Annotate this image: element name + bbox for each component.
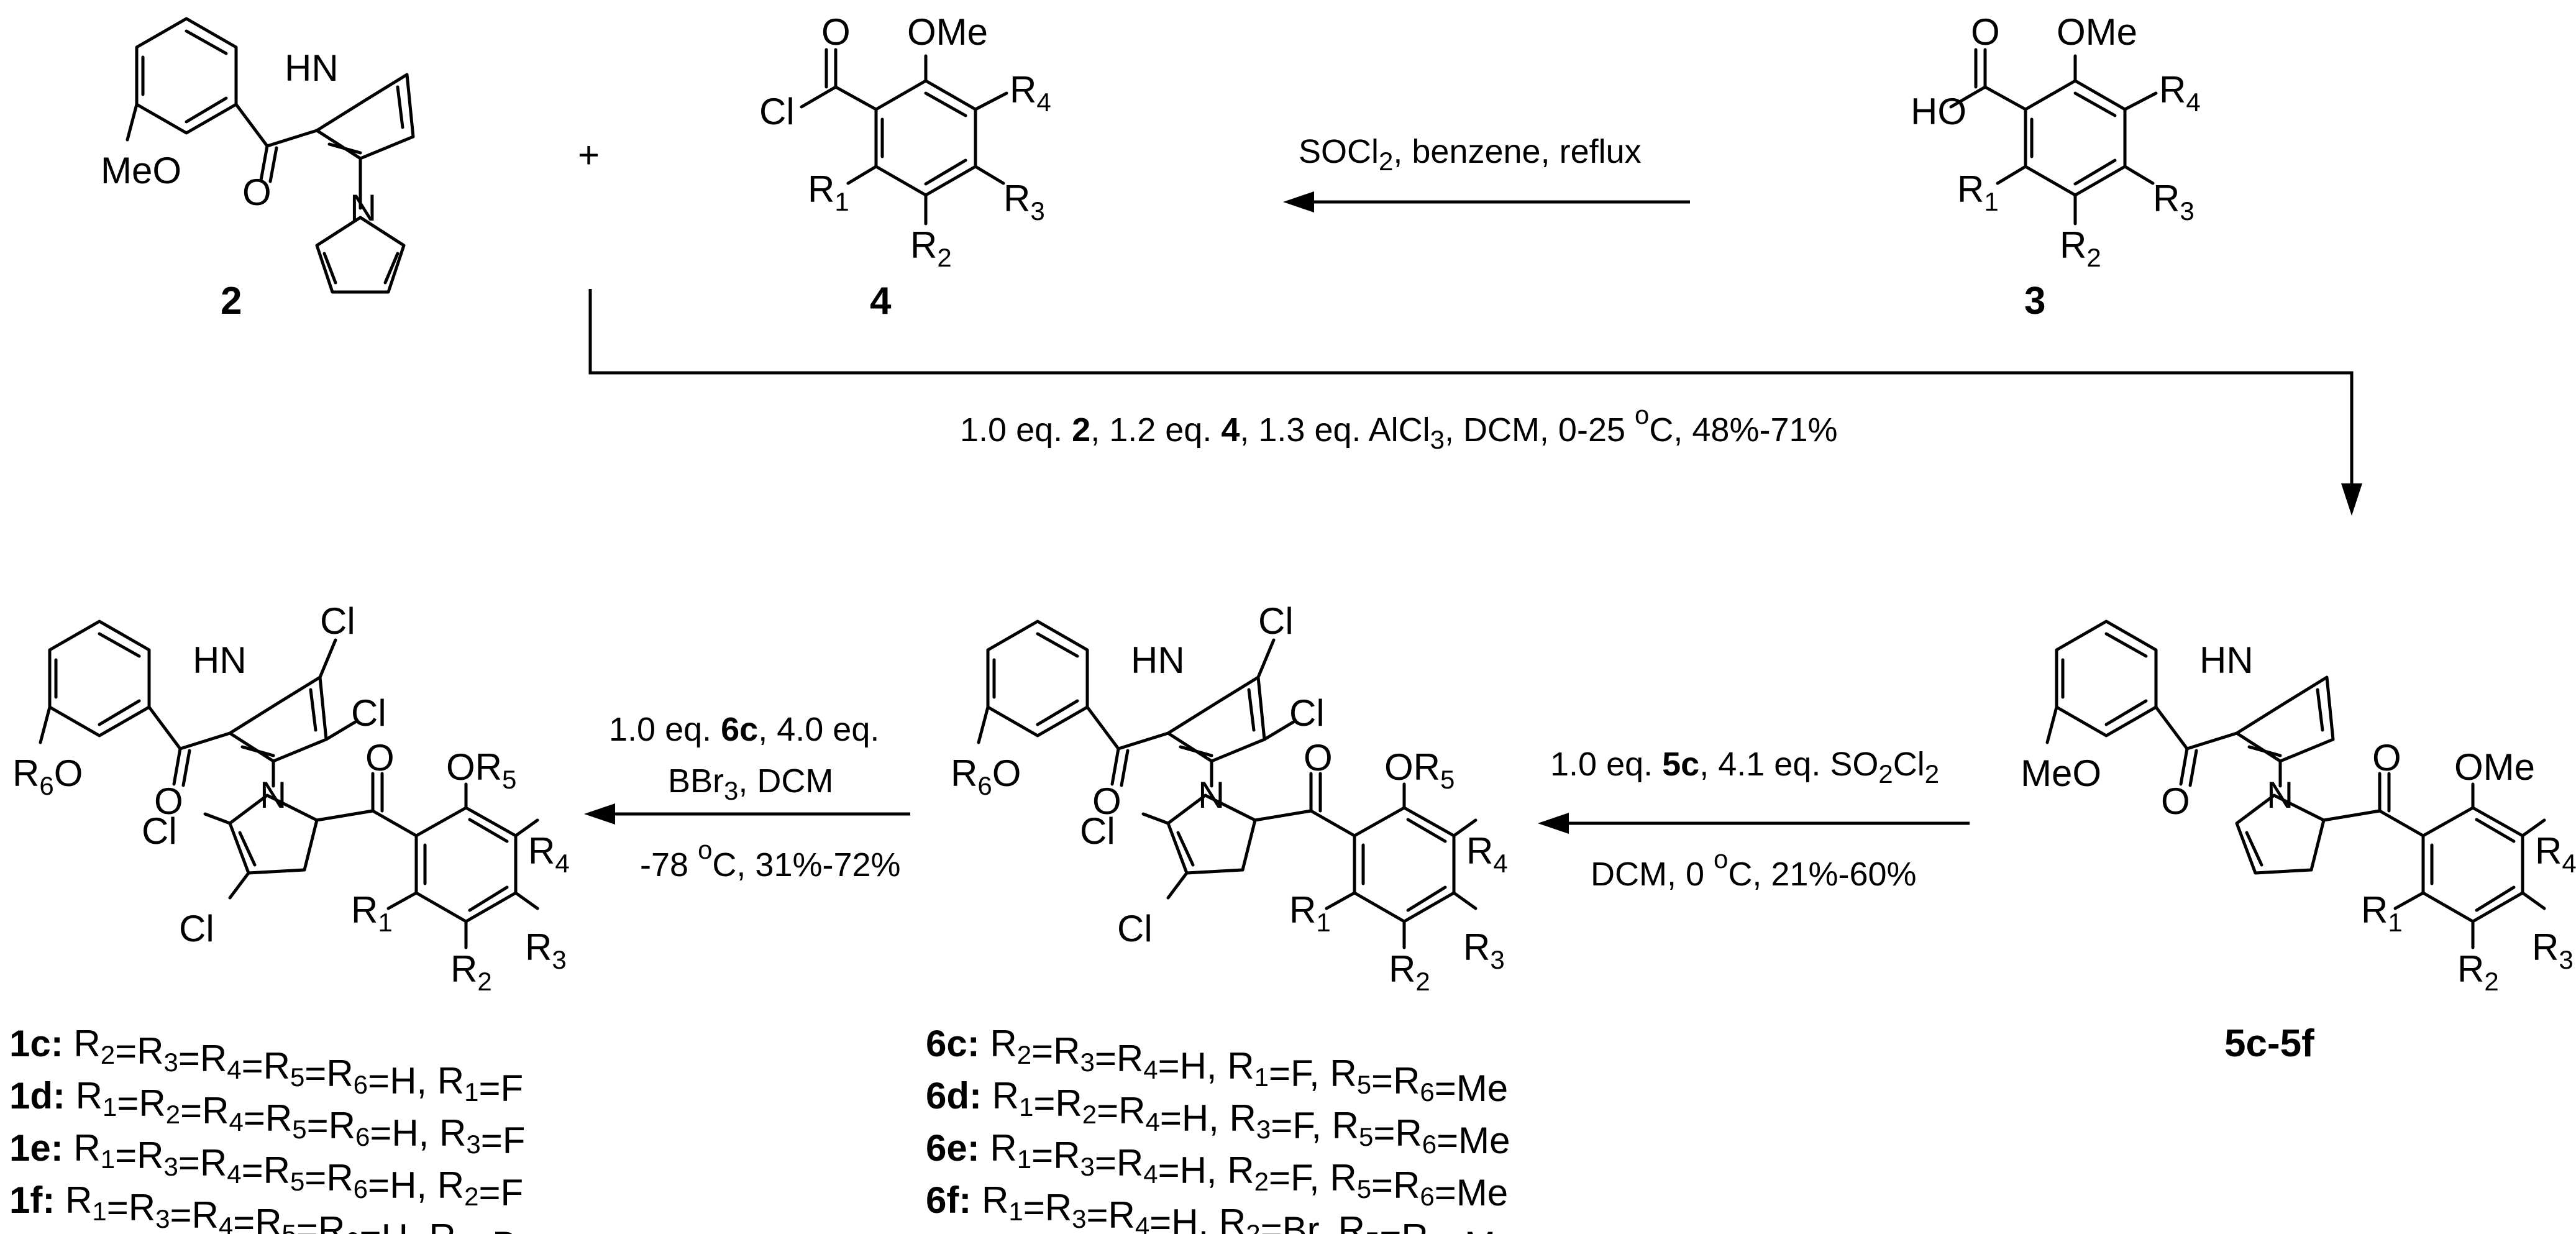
r4-label: R4 (1466, 830, 1508, 878)
r3-label: R3 (2153, 178, 2195, 226)
substituent-line: 1c: R2=R3=R4=R5=R6=H, R1=F (9, 1023, 523, 1109)
condition-chlorination-line1: 1.0 eq. 5c, 4.1 eq. SO2Cl2 (1550, 746, 1939, 788)
methoxy-label: OMe (907, 11, 988, 53)
chloro-label-3: Cl (1080, 810, 1115, 852)
methoxy-label-2: OMe (2454, 746, 2535, 788)
condition-acid-chloride: SOCl2, benzene, reflux (1299, 133, 1642, 176)
nh-label: HN (193, 639, 247, 681)
substituent-line: 1d: R1=R2=R4=R5=R6=H, R3=F (9, 1075, 525, 1161)
condition-demethylation-line2: BBr3, DCM (668, 762, 833, 805)
r3-label: R3 (525, 926, 567, 974)
nh-label: HN (2199, 639, 2254, 681)
compound-label-2: 2 (221, 280, 242, 322)
r1-label: R1 (2361, 889, 2403, 937)
substituent-list-1: 1c: R2=R3=R4=R5=R6=H, R1=F1d: R1=R2=R4=R… (9, 1023, 529, 1234)
r4-label: R4 (528, 830, 570, 878)
r2-label: R2 (2457, 948, 2499, 996)
substituent-line: 1f: R1=R3=R4=R5=R6=H, R2=Br (9, 1179, 529, 1234)
r2-label: R2 (450, 948, 492, 996)
pyrrole-n: N (350, 187, 377, 229)
r3-label: R3 (2532, 926, 2574, 974)
arrow-acylation (588, 289, 2362, 516)
condition-chlorination-line2: DCM, 0 oC, 21%-60% (1591, 844, 1917, 893)
r2-label: R2 (1389, 948, 1430, 996)
arrow-chlorination (1538, 813, 1970, 834)
pyrrole-n: N (1198, 774, 1225, 816)
compound-1-structure: HN Cl Cl R6O O N Cl Cl O OR5 R4 R3 R2 R1 (12, 600, 570, 996)
carbonyl-oxygen-1: O (1092, 780, 1121, 822)
chloro-label-2: Cl (351, 692, 386, 734)
plus-sign: + (578, 134, 600, 176)
r2-label: R2 (2060, 224, 2101, 272)
r4-label: R4 (1010, 69, 1051, 117)
chloro-label-4: Cl (179, 908, 214, 949)
nh-label: HN (285, 47, 339, 89)
r4-label: R4 (2159, 69, 2201, 117)
pyrrole-n: N (2267, 774, 2293, 816)
condition-demethylation-line3: -78 oC, 31%-72% (640, 835, 901, 884)
carbonyl-oxygen: O (821, 11, 851, 53)
r1-label: R1 (1957, 168, 1999, 216)
compound-5-structure: HN MeO O N O OMe R4 R3 R2 R1 5c-5f (2021, 619, 2576, 1065)
r3-label: R3 (1003, 178, 1045, 226)
carbonyl-oxygen-1: O (2161, 780, 2190, 822)
compound-4-structure: O OMe Cl R4 R3 R2 R1 4 (759, 11, 1051, 322)
compound-3-structure: O OMe HO R4 R3 R2 R1 3 (1911, 11, 2201, 322)
r3-label: R3 (1463, 926, 1505, 974)
chloro-label-3: Cl (142, 810, 177, 852)
chloro-label-4: Cl (1117, 908, 1153, 949)
substituent-line: 6f: R1=R3=R4=H, R2=Br, R5=R6=Me (926, 1179, 1516, 1234)
compound-label-4: 4 (870, 280, 892, 322)
methoxy-label: OMe (2057, 11, 2137, 53)
compound-label-3: 3 (2024, 280, 2045, 322)
r1-label: R1 (351, 889, 393, 937)
chloro-label-1: Cl (320, 600, 355, 642)
compound-6-structure: HN Cl Cl R6O O N Cl Cl O OR5 R4 R3 R2 R1 (951, 600, 1508, 996)
arrow-demethylation (584, 803, 910, 825)
r2-label: R2 (910, 224, 952, 272)
r4-label: R4 (2535, 830, 2576, 878)
condition-acylation: 1.0 eq. 2, 1.2 eq. 4, 1.3 eq. AlCl3, DCM… (960, 400, 1838, 454)
carbonyl-oxygen: O (1971, 11, 2000, 53)
condition-demethylation-line1: 1.0 eq. 6c, 4.0 eq. (609, 711, 879, 748)
r1-label: R1 (1289, 889, 1331, 937)
r6o-label: R6O (12, 752, 83, 800)
carbonyl-oxygen-2: O (365, 737, 395, 779)
chloride-label: Cl (759, 91, 795, 132)
substituent-line: 1e: R1=R3=R4=R5=R6=H, R2=F (9, 1127, 523, 1213)
or5-label: OR5 (446, 746, 516, 794)
carbonyl-oxygen-2: O (2372, 737, 2401, 779)
pyrrole-n: N (260, 774, 286, 816)
chloro-label-2: Cl (1289, 692, 1325, 734)
substituent-line: 6c: R2=R3=R4=H, R1=F, R5=R6=Me (926, 1023, 1508, 1109)
substituent-line: 6e: R1=R3=R4=H, R2=F, R5=R6=Me (926, 1127, 1508, 1213)
r1-label: R1 (808, 168, 849, 216)
compound-label-5: 5c-5f (2224, 1022, 2314, 1065)
carbonyl-oxygen-2: O (1304, 737, 1333, 779)
chloro-label-1: Cl (1258, 600, 1294, 642)
hydroxyl-label: HO (1911, 91, 1966, 132)
compound-2-structure: HN MeO O N 2 (101, 17, 415, 322)
carbonyl-oxygen-1: O (154, 780, 183, 822)
or5-label: OR5 (1384, 746, 1455, 794)
carbonyl-oxygen: O (242, 171, 272, 213)
arrow-acid-chloride (1283, 191, 1690, 213)
substituent-line: 6d: R1=R2=R4=H, R3=F, R5=R6=Me (926, 1075, 1510, 1161)
r6o-label: R6O (951, 752, 1021, 800)
nh-label: HN (1131, 639, 1185, 681)
methoxy-label: MeO (101, 150, 181, 191)
methoxy-label: MeO (2021, 752, 2101, 794)
